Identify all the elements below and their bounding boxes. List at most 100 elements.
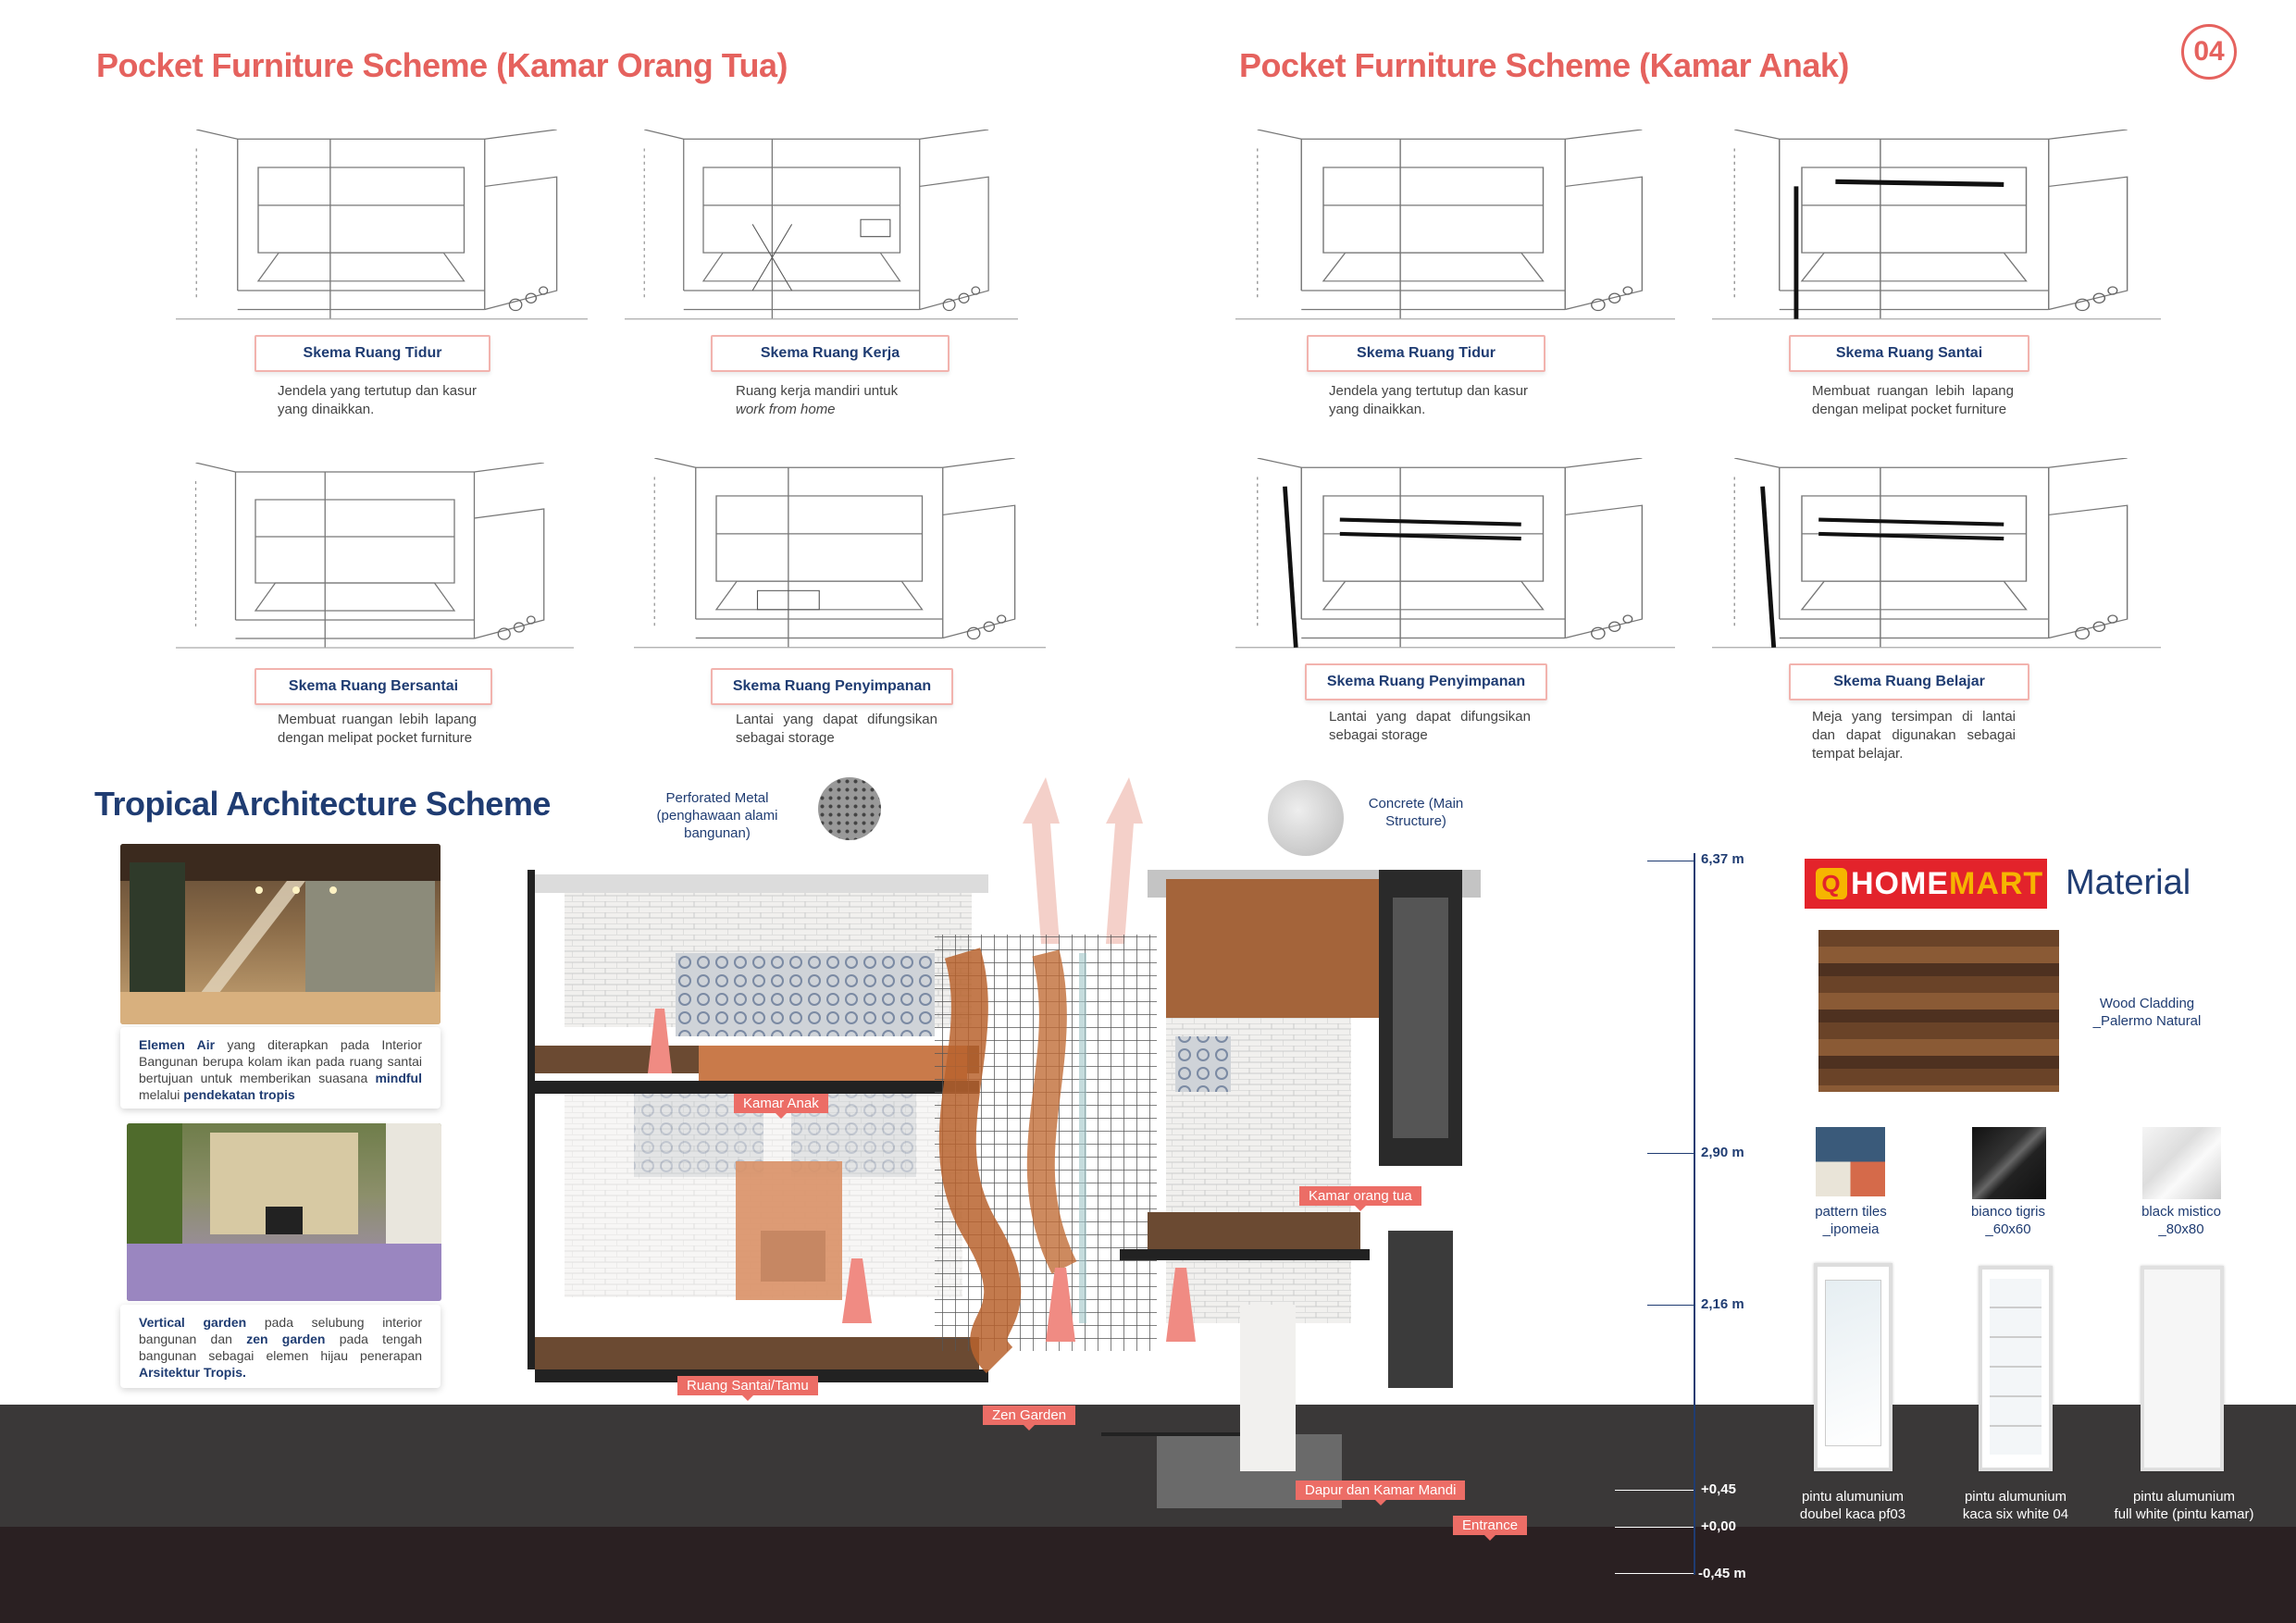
label-kids-sleep: Skema Ruang Tidur [1307,335,1545,372]
tile-label: black mistico_80x80 [2116,1203,2246,1238]
level-label: 2,90 m [1701,1145,1744,1160]
desc-kids-relax: Membuat ruangan lebih lapang dengan meli… [1812,383,2014,417]
heading-tropical: Tropical Architecture Scheme [94,785,551,823]
tile-size: _ipomeia [1822,1221,1880,1237]
label-parents-storage: Skema Ruang Penyimpanan [711,668,953,705]
desc-kids-storage: Lantai yang dapat difungsikan sebagai st… [1329,709,1531,743]
desc-parents-relax: Membuat ruangan lebih lapang dengan meli… [278,712,477,746]
door-name: pintu alumunium [2132,1489,2236,1505]
room-label: Ruang Santai/Tamu [677,1376,818,1401]
logo-q: Q [1816,868,1847,899]
desc-text: Ruang kerja mandiri untuk [736,383,899,399]
door-glass [1825,1280,1881,1446]
desc-italic: work from home [736,402,836,417]
photo-water-element [120,844,441,1024]
level-label: -0,45 m [1698,1566,1746,1581]
perforated-metal-swatch [818,777,881,840]
label-parents-relax: Skema Ruang Bersantai [254,668,492,705]
card-water-element: Elemen Air yang diterapkan pada Interior… [120,1027,441,1109]
sketch-parents-relax [176,463,574,657]
tile-size: _60x60 [1985,1221,2031,1237]
bianco-tigris-swatch [1972,1127,2046,1199]
door-type: kaca six white 04 [1962,1506,2069,1522]
label-kids-study: Skema Ruang Belajar [1789,663,2029,700]
level-axis [1694,853,1695,1575]
concrete-swatch [1268,780,1344,856]
photo-vertical-garden [127,1123,441,1301]
door-glass [1990,1279,2042,1455]
sketch-kids-relax [1712,130,2161,328]
label-parents-work: Skema Ruang Kerja [711,335,949,372]
sketch-kids-sleep [1235,130,1675,328]
callout-perforated-metal: Perforated Metal (penghawaan alami bangu… [656,790,778,841]
card-bold: zen garden [246,1332,326,1346]
card-bold: pendekatan tropis [183,1087,295,1102]
desc-parents-work: Ruang kerja mandiri untuk work from home [736,382,937,419]
label-parents-sleep: Skema Ruang Tidur [254,335,490,372]
room-label: Dapur dan Kamar Mandi [1296,1481,1466,1505]
room-label: Kamar orang tua [1299,1186,1421,1211]
desc-kids-study: Meja yang tersimpan di lantai dan dapat … [1812,709,2016,762]
room-label: Kamar Anak [734,1094,828,1119]
tile-name: pattern tiles [1815,1204,1887,1220]
door-type: doubel kaca pf03 [1799,1506,1906,1522]
card-text: yang diterapkan pada Interior Bangunan b… [139,1037,422,1085]
tile-size: _80x80 [2158,1221,2204,1237]
page-number: 04 [2181,24,2237,80]
level-tick [1615,1527,1694,1528]
room-label: Entrance [1453,1516,1528,1541]
desc-parents-sleep: Jendela yang tertutup dan kasur yang din… [278,383,477,417]
desc-parents-storage: Lantai yang dapat difungsikan sebagai st… [736,712,937,746]
card-text: pada tengah bangunan sebagai elemen hija… [139,1332,423,1363]
level-label: +0,45 [1701,1481,1736,1497]
black-mistico-swatch [2142,1127,2221,1199]
logo-mart: MART [1949,865,2044,901]
tile-name: black mistico [2141,1204,2221,1220]
door-type: full white (pintu kamar) [2114,1506,2254,1522]
heading-kids-room: Pocket Furniture Scheme (Kamar Anak) [1239,46,1849,84]
level-tick [1647,1305,1694,1306]
wood-cladding-label: Wood Cladding _Palermo Natural [2092,996,2202,1029]
room-label: Zen Garden [983,1406,1076,1431]
heading-parents-room: Pocket Furniture Scheme (Kamar Orang Tua… [96,46,788,84]
label-kids-storage: Skema Ruang Penyimpanan [1305,663,1547,700]
door-name: pintu alumunium [1801,1489,1905,1505]
card-text: pada selubung interior bangunan dan [139,1315,422,1346]
tile-label: pattern tiles_ipomeia [1786,1203,1916,1238]
door-full-white [2141,1266,2224,1471]
label-kids-relax: Skema Ruang Santai [1789,335,2029,372]
callout-concrete: Concrete (Main Structure) [1368,796,1464,829]
sketch-parents-work [625,130,1018,328]
card-bold: Arsitektur Tropis. [139,1365,246,1380]
level-label: 2,16 m [1701,1296,1744,1312]
level-tick [1615,1490,1694,1491]
ground-dark [0,1527,2296,1623]
pattern-tiles-swatch [1816,1127,1885,1196]
material-title: Material [2066,863,2191,902]
section-drawing [527,768,1620,1582]
sketch-kids-study [1712,458,2161,657]
card-bold: Vertical garden [139,1315,247,1330]
level-label: +0,00 [1701,1518,1736,1534]
tile-name: bianco tigris [1970,1204,2046,1220]
card-vertical-garden: Vertical garden pada selubung interior b… [120,1305,441,1388]
door-pf03 [1814,1263,1893,1471]
door-six-white [1979,1266,2053,1471]
sketch-parents-sleep [176,130,588,328]
logo-home: HOME [1851,865,1949,901]
level-label: 6,37 m [1701,851,1744,867]
wood-cladding-swatch [1818,930,2059,1092]
level-tick [1615,1573,1694,1574]
desc-kids-sleep: Jendela yang tertutup dan kasur yang din… [1329,383,1528,417]
door-name: pintu alumunium [1964,1489,2067,1505]
level-tick [1647,1153,1694,1154]
card-bold: mindful [375,1071,422,1085]
card-text: melalui [139,1087,184,1102]
sketch-kids-storage [1235,458,1675,657]
card-bold: Elemen Air [139,1037,216,1052]
tile-label: bianco tigris_60x60 [1943,1203,2073,1238]
